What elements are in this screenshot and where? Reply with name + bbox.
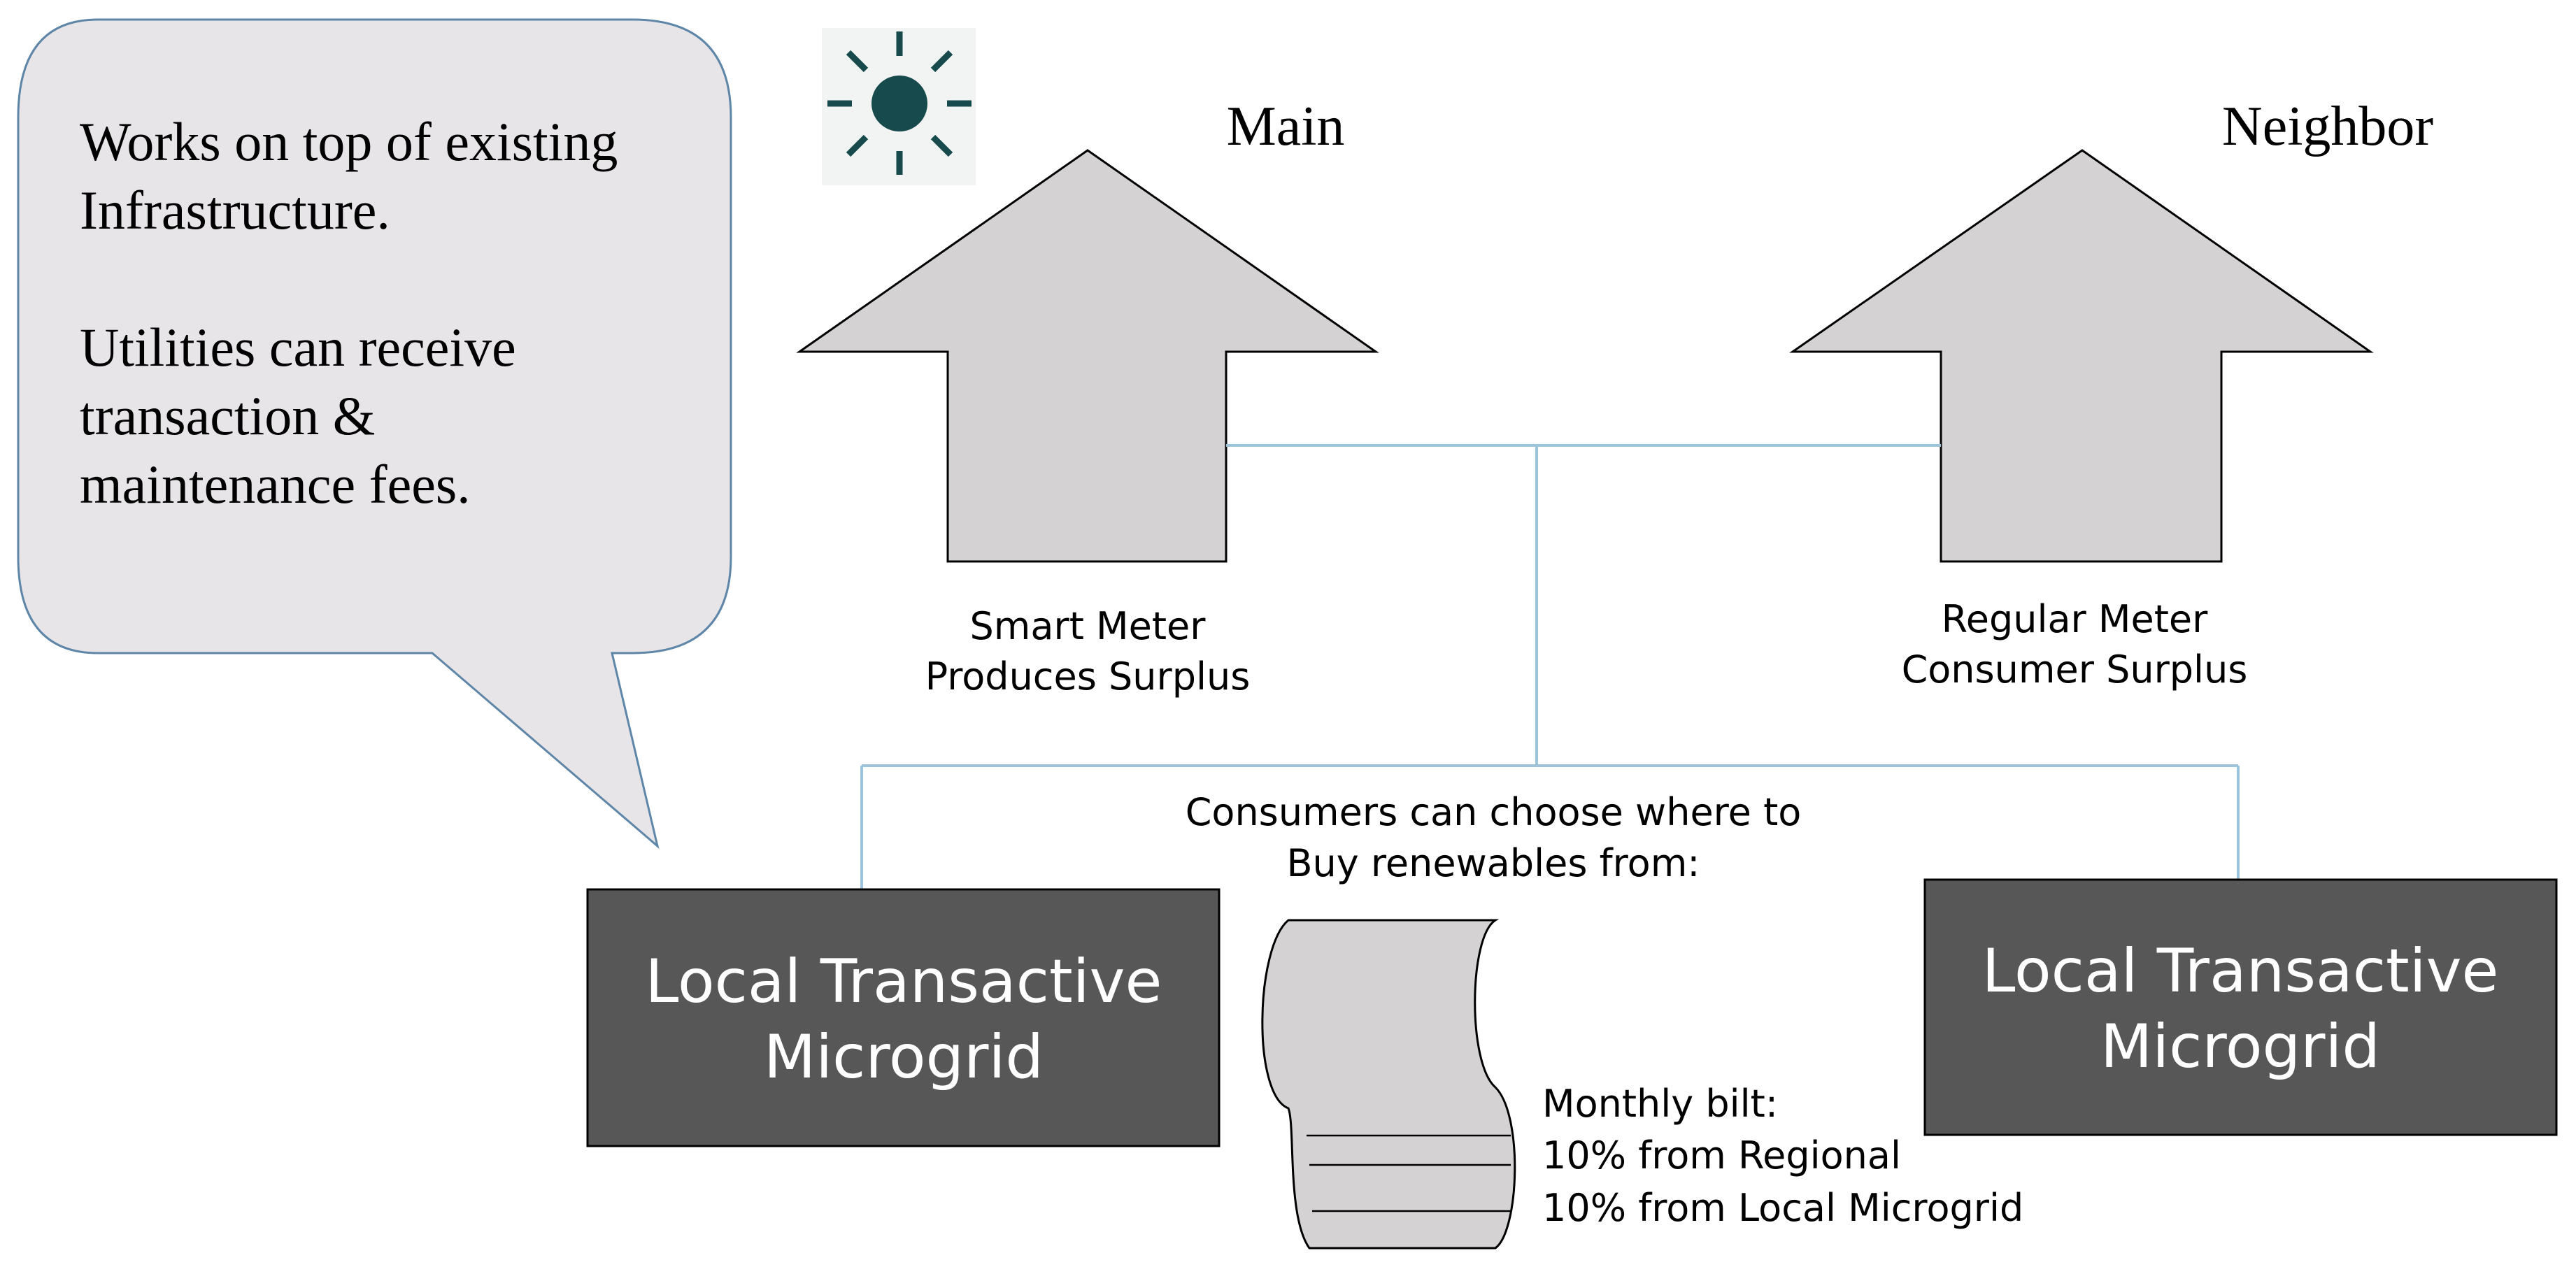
neighbor-house-title: Neighbor <box>2222 96 2433 157</box>
microgrid-right-line-1: Local Transactive <box>1982 936 2499 1006</box>
consumers-note-line-1: Consumers can choose where to <box>1186 790 1802 834</box>
callout-bubble: Works on top of existing Infrastructure.… <box>17 18 732 850</box>
neighbor-meter-caption-line-1: Regular Meter <box>1942 597 2208 641</box>
callout-line-3: Utilities can receive <box>80 317 516 378</box>
bill-scroll-icon <box>1261 919 1516 1250</box>
sun-icon <box>822 28 976 185</box>
microgrid-left-line-1: Local Transactive <box>646 947 1162 1017</box>
neighbor-house-shape <box>1789 149 2374 563</box>
callout-line-4: transaction & <box>80 385 375 446</box>
bill-line-3: 10% from Local Microgrid <box>1542 1186 2023 1230</box>
bill-line-2: 10% from Regional <box>1542 1133 1901 1177</box>
microgrid-left-line-2: Microgrid <box>764 1022 1044 1092</box>
callout-line-5: maintenance fees. <box>80 454 471 515</box>
main-meter-caption-line-1: Smart Meter <box>970 604 1207 648</box>
callout-line-2: Infrastructure. <box>80 180 390 241</box>
neighbor-meter-caption-line-2: Consumer Surplus <box>1902 647 2248 692</box>
microgrid-left: Local Transactive Microgrid <box>586 888 1221 1147</box>
consumers-note-line-2: Buy renewables from: <box>1287 841 1700 885</box>
callout-line-1: Works on top of existing <box>80 111 618 172</box>
microgrid-right-line-2: Microgrid <box>2100 1012 2380 1082</box>
connector-lines <box>860 444 2240 889</box>
bill-line-1: Monthly bilt: <box>1542 1082 1778 1126</box>
callout-shape <box>17 18 732 850</box>
main-house-shape <box>796 149 1379 563</box>
main-house-title: Main <box>1227 96 1345 157</box>
main-meter-caption-line-2: Produces Surplus <box>925 654 1251 699</box>
microgrid-right: Local Transactive Microgrid <box>1923 878 2558 1136</box>
